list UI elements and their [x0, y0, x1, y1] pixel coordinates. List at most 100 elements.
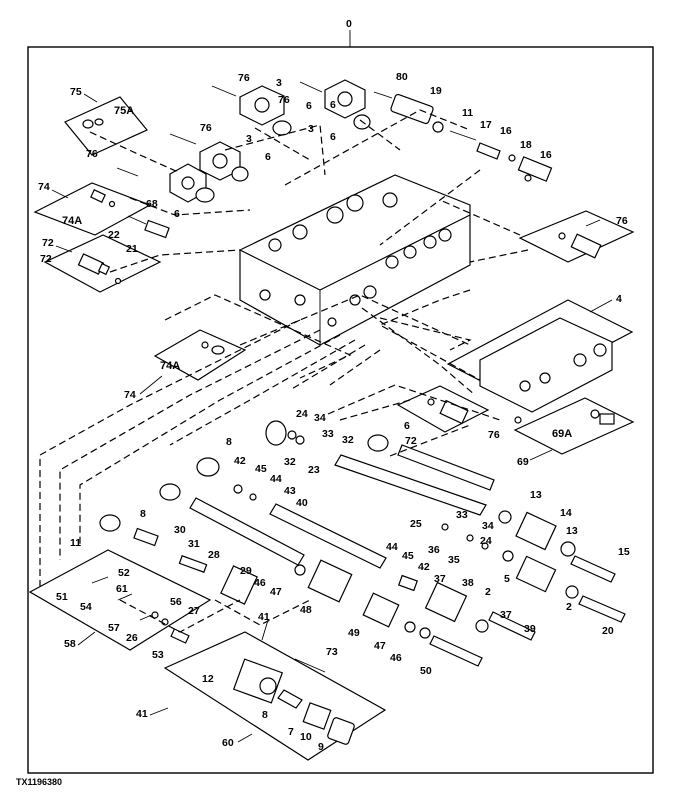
o-ring	[196, 457, 220, 477]
leader-lines	[51, 93, 613, 743]
kit-box-76-right	[518, 210, 635, 263]
callout-6: 6	[265, 151, 271, 163]
callout-34: 34	[314, 412, 326, 424]
callout-33: 33	[322, 428, 334, 440]
springs	[220, 511, 557, 628]
bolts-upper	[116, 81, 393, 177]
callout-10: 10	[300, 731, 312, 743]
callout-11: 11	[70, 537, 81, 549]
callout-48: 48	[300, 604, 312, 616]
callout-24: 24	[480, 535, 492, 547]
callout-40: 40	[296, 497, 308, 509]
callout-26: 26	[126, 632, 138, 644]
callout-6: 32	[284, 456, 296, 468]
callout-56: 56	[170, 596, 182, 608]
callout-44: 44	[386, 541, 398, 553]
callout-73: 73	[326, 646, 338, 658]
callout-27: 27	[188, 605, 200, 617]
kit-label-74a-middle: 74A	[160, 360, 180, 372]
callout-6: 6	[174, 208, 180, 220]
callout-23: 23	[308, 464, 320, 476]
callout-29: 29	[240, 565, 252, 577]
callout-9: 9	[318, 741, 324, 753]
port-cover-upper-left	[239, 85, 285, 126]
callout-3: 3	[246, 133, 252, 145]
callout-15: 15	[618, 546, 630, 558]
callout-46: 46	[254, 577, 266, 589]
callout-74: 74	[124, 389, 136, 401]
callout-6: 6	[330, 131, 336, 143]
relief-valve-assembly	[390, 93, 553, 182]
callout-5: 5	[504, 573, 510, 585]
callout-6: 6	[330, 99, 336, 111]
callout-13: 13	[530, 489, 542, 501]
kit-box-4-side-plate	[446, 299, 634, 413]
callout-28: 28	[208, 549, 220, 561]
callout-41: 41	[136, 708, 148, 720]
callout-43: 43	[284, 485, 296, 497]
o-ring	[159, 483, 181, 501]
callout-37: 37	[500, 609, 512, 621]
kit-label-75a: 75A	[114, 105, 134, 117]
callout-32: 32	[342, 434, 354, 446]
kit-box-74-upper: 74A	[33, 182, 152, 236]
callout-33: 33	[456, 509, 468, 521]
callout-52: 52	[118, 567, 130, 579]
callout-16: 16	[540, 149, 552, 161]
callout-41: 41	[258, 611, 270, 623]
callout-36: 36	[428, 544, 440, 556]
callout-47: 47	[374, 640, 386, 652]
kit-box-74-middle: 74A	[153, 329, 247, 381]
callout-7: 7	[288, 726, 294, 738]
callout-20: 20	[602, 625, 614, 637]
callout-76: 76	[86, 148, 98, 160]
callout-69: 69	[517, 456, 529, 468]
o-ring	[231, 166, 249, 182]
assembly-number: 0	[346, 18, 352, 30]
callout-30: 30	[174, 524, 186, 536]
callout-31: 31	[188, 538, 200, 550]
callout-8: 8	[262, 709, 268, 721]
callout-6: 6	[404, 420, 410, 432]
callout-3: 3	[308, 123, 314, 135]
kit-box-72-left	[43, 234, 162, 293]
callout-53: 53	[152, 649, 164, 661]
callout-75: 75	[70, 86, 82, 98]
callout-12: 12	[202, 673, 214, 685]
callout-51: 51	[56, 591, 68, 603]
o-ring	[272, 120, 292, 136]
callout-76: 76	[200, 122, 212, 134]
valve-housing	[239, 174, 471, 346]
callout-38: 38	[462, 577, 474, 589]
callout-18: 18	[520, 139, 532, 151]
callout-34: 34	[482, 520, 494, 532]
callout-3: 3	[276, 77, 282, 89]
callout-13: 13	[566, 525, 578, 537]
callout-60: 60	[222, 737, 234, 749]
o-ring	[99, 514, 121, 532]
callout-58: 58	[64, 638, 76, 650]
callout-76: 76	[488, 429, 500, 441]
callout-6: 6	[306, 100, 312, 112]
o-ring	[195, 187, 215, 203]
callout-22: 22	[108, 229, 120, 241]
callout-37: 37	[434, 573, 446, 585]
port-cover-upper-right	[324, 79, 366, 119]
callout-2: 2	[485, 586, 491, 598]
callout-68: 68	[146, 198, 158, 210]
callout-57: 57	[108, 622, 120, 634]
callout-24: 24	[296, 408, 308, 420]
callout-50: 50	[420, 665, 432, 677]
callout-25: 25	[410, 518, 422, 530]
callout-4: 4	[616, 293, 622, 305]
callout-61: 61	[116, 583, 128, 595]
callout-19: 19	[430, 85, 442, 97]
kit-label-69a: 69A	[552, 428, 572, 440]
callout-49: 49	[348, 627, 360, 639]
callout-72: 72	[40, 253, 52, 265]
callout-16: 16	[500, 125, 512, 137]
callout-76: 76	[238, 72, 250, 84]
kit-box-60	[163, 631, 387, 761]
callout-17: 17	[480, 119, 492, 131]
o-ring	[367, 434, 389, 452]
